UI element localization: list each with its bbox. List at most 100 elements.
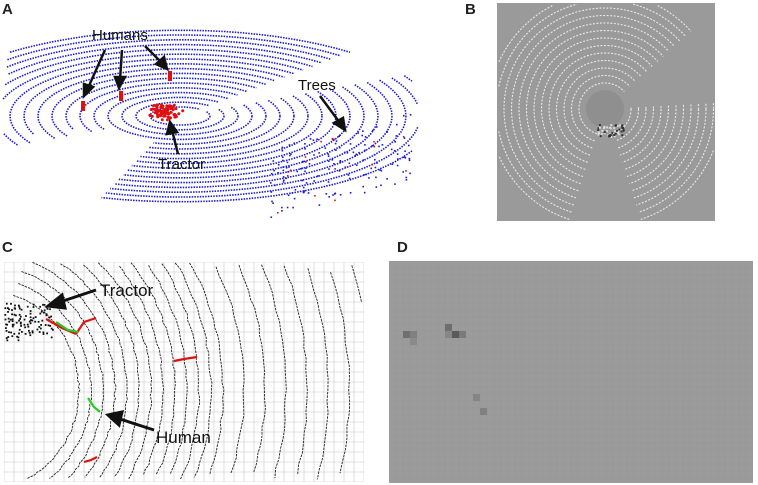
- tree-point: [302, 186, 305, 189]
- occupied-cell: [459, 331, 466, 338]
- tractor-point: [49, 308, 51, 311]
- scan-ring: [135, 101, 225, 131]
- tractor-point: [12, 323, 15, 326]
- occupied-cell: [410, 338, 417, 345]
- tractor-point: [19, 318, 21, 320]
- tractor-point: [158, 109, 162, 113]
- range-rings: [498, 3, 715, 220]
- tractor-point: [20, 325, 22, 327]
- tree-point: [356, 164, 358, 166]
- tree-point: [347, 174, 350, 176]
- tractor-point: [5, 327, 7, 329]
- tree-point: [402, 156, 405, 159]
- arrow-human: [119, 417, 155, 432]
- tractor-points: [4, 302, 54, 342]
- scan-line: [97, 262, 153, 480]
- tree-point: [282, 166, 284, 168]
- tractor-point: [5, 330, 8, 332]
- tractor-pixel: [601, 129, 604, 132]
- tractor-point: [5, 323, 7, 326]
- scan-ring: [8, 43, 393, 189]
- tree-point: [408, 144, 410, 147]
- tree-point: [370, 167, 372, 170]
- tractor-pixel: [610, 135, 613, 138]
- scan-line: [161, 263, 200, 480]
- scan-line: [215, 266, 245, 475]
- tree-point: [371, 129, 374, 132]
- tree-point: [339, 194, 342, 196]
- range-ring: [570, 74, 640, 142]
- tractor-pixel: [613, 134, 616, 136]
- scan-ring: [4, 48, 379, 184]
- tree-point: [374, 166, 377, 169]
- tree-point: [349, 192, 352, 194]
- scan-line: [32, 262, 117, 478]
- tree-point: [394, 141, 396, 143]
- red-segment: [83, 456, 98, 464]
- tree-point: [338, 146, 341, 149]
- tree-point: [285, 177, 287, 180]
- highlight-segments: [45, 316, 198, 464]
- red-segment: [75, 316, 97, 335]
- tractor-pixel: [622, 128, 625, 131]
- tractor-pixel: [609, 132, 612, 135]
- tractor-point: [11, 320, 14, 322]
- tree-point: [403, 137, 406, 139]
- tree-point: [318, 152, 320, 154]
- tractor-point: [18, 319, 20, 322]
- scan-ring: [79, 82, 281, 150]
- tractor-point: [42, 333, 45, 335]
- tractor-pixel: [616, 125, 619, 128]
- tractor-point: [30, 319, 32, 321]
- tractor-point: [18, 307, 21, 310]
- green-segment: [55, 321, 79, 334]
- tractor-pixel: [597, 129, 600, 131]
- tractor-point: [19, 322, 22, 325]
- tractor-point: [16, 335, 18, 338]
- tractor-point: [18, 328, 21, 331]
- panel-a-label: A: [2, 1, 13, 18]
- tractor-pixel: [606, 130, 609, 133]
- tractor-point: [40, 310, 43, 313]
- tractor-point: [28, 332, 31, 334]
- tree-point: [328, 160, 330, 162]
- tractor-point: [50, 327, 53, 330]
- tractor-point: [155, 105, 159, 109]
- tractor-pixel: [615, 124, 618, 127]
- tractor-point: [45, 314, 48, 317]
- tree-point: [285, 167, 288, 169]
- tree-point: [374, 158, 376, 161]
- tractor-point: [18, 305, 21, 308]
- tree-point: [404, 157, 407, 159]
- scan-line: [330, 272, 351, 474]
- tree-point: [272, 202, 274, 204]
- tractor-point: [11, 335, 14, 338]
- tree-point: [362, 185, 364, 188]
- annotation-arrows: [44, 288, 155, 432]
- tractor-point: [29, 316, 32, 319]
- tree-point: [271, 200, 273, 203]
- tractor-point: [29, 334, 32, 337]
- tractor-point: [43, 311, 45, 314]
- tractor-point: [156, 114, 160, 118]
- scan-line: [83, 264, 140, 478]
- tree-point: [283, 179, 285, 181]
- tree-point: [270, 216, 273, 218]
- tractor-point: [5, 302, 8, 305]
- tractor-point: [29, 312, 32, 315]
- tree-point: [318, 204, 321, 206]
- tree-point: [363, 174, 365, 176]
- tree-point: [328, 196, 330, 198]
- tree-point: [304, 156, 307, 158]
- range-ring: [563, 67, 647, 149]
- occupied-cell: [403, 331, 410, 338]
- tree-point: [390, 148, 393, 151]
- tractor-point: [31, 331, 34, 334]
- red-segment: [45, 318, 77, 336]
- tractor-point: [163, 114, 167, 118]
- tree-point: [405, 176, 408, 179]
- tractor-point: [169, 110, 173, 114]
- annotation-tractor: Tractor: [100, 281, 154, 300]
- range-ring: [498, 3, 715, 213]
- tractor-pixel: [597, 133, 600, 136]
